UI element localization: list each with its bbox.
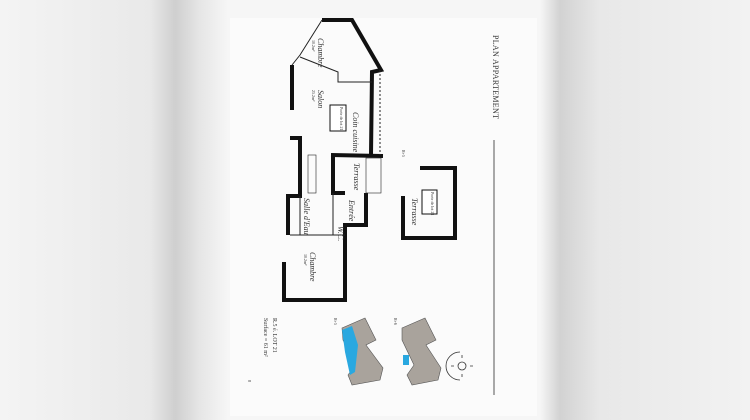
door-tag-text-2: Porte de lot 21 <box>430 192 435 215</box>
mini-plan-r5 <box>341 317 384 386</box>
label-terrasse-1: Terrasse <box>352 163 361 191</box>
mini-plan-r6-label: R+6 <box>393 318 398 325</box>
lot-label: R.5 é. LOT 21 <box>271 318 277 353</box>
label-wc: W.C. <box>336 226 345 241</box>
hatched-area <box>365 157 382 194</box>
floor-plan-page <box>230 18 537 416</box>
page-number: 8 <box>247 380 252 382</box>
highlighted-lot-r5 <box>342 326 358 375</box>
level-label-top: R+5 <box>401 150 406 157</box>
label-entree: Entrée <box>347 199 356 222</box>
highlighted-lot-r6 <box>403 355 409 365</box>
compass-icon <box>445 351 473 381</box>
wall-diagonal <box>291 19 323 66</box>
plan-title: PLAN APPARTEMENT <box>491 35 500 119</box>
surface-label: Surface = 61 m² <box>262 318 269 357</box>
legend: R.5 é. LOT 21 Surface = 61 m² R+5 R+6 8 <box>247 317 473 386</box>
mini-plan-r6 <box>401 317 442 386</box>
mini-plan-r5-label: R+5 <box>333 318 338 325</box>
wall-chambre-bottom <box>299 56 372 83</box>
wall-terrasse2 <box>401 166 457 240</box>
label-salle-eau: Salle d'Eau <box>302 198 311 235</box>
label-chambre-1: Chambre <box>316 38 325 68</box>
wall-chambre2 <box>282 235 347 302</box>
wall-chambre-right <box>322 18 385 156</box>
wall-terrasse-left <box>331 157 345 195</box>
wall-entree <box>343 193 368 235</box>
room-labels: Chambre 10.2m² Salon 25.2m² Coin cuisine… <box>302 35 500 282</box>
area-chambre-1: 10.2m² <box>311 40 316 52</box>
area-salon: 25.2m² <box>311 90 316 102</box>
wall-terrasse-top <box>330 153 384 158</box>
label-chambre-2: Chambre <box>308 252 317 282</box>
stairs <box>307 154 317 194</box>
label-salon: Salon <box>316 90 325 108</box>
door-tag-2 <box>421 189 438 215</box>
label-terrasse-2: Terrasse <box>410 198 419 226</box>
area-chambre-2: 10.2m² <box>303 254 308 266</box>
label-coin-cuisine: Coin cuisine <box>351 112 360 153</box>
wall-left <box>286 136 302 235</box>
door-tag-1 <box>329 104 347 132</box>
door-tag-text-1: Porte de lot 21 <box>339 107 344 130</box>
